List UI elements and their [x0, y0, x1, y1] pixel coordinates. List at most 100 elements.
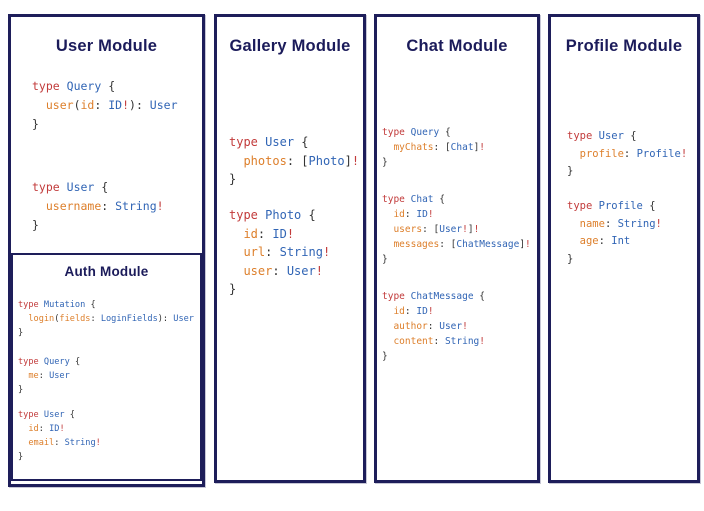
- code-line: type User {: [229, 133, 359, 152]
- code-token: !: [525, 239, 531, 250]
- code-token: : [: [439, 239, 457, 250]
- code-line: type Query {: [18, 355, 80, 369]
- code-token: !: [427, 306, 434, 317]
- code-token: ):: [129, 98, 150, 112]
- module-chat: Chat Module type Query { myChats: [Chat]…: [374, 14, 540, 483]
- code-token: Chat: [450, 142, 474, 153]
- code-token: !: [655, 217, 662, 230]
- code-token: type: [229, 208, 258, 222]
- code-token: Photo: [265, 208, 302, 222]
- code-token: ID: [416, 209, 428, 220]
- code-token: [60, 180, 67, 194]
- code-token: type: [32, 180, 60, 194]
- code-token: }: [18, 328, 24, 338]
- code-line: type User {: [32, 178, 164, 197]
- code-block-gallery-photo: type Photo { id: ID! url: String! user: …: [229, 206, 330, 299]
- code-token: [60, 79, 67, 93]
- code-token: !: [462, 224, 468, 235]
- code-token: !: [322, 245, 331, 259]
- code-token: [18, 371, 28, 381]
- code-line: profile: Profile!: [567, 146, 688, 164]
- code-token: {: [85, 300, 96, 310]
- code-token: User: [43, 410, 65, 420]
- code-token: !: [156, 199, 164, 213]
- code-token: type: [18, 410, 39, 420]
- code-line: content: String!: [382, 334, 485, 349]
- code-token: (: [73, 98, 81, 112]
- code-token: ]: [519, 239, 526, 250]
- code-token: Query: [43, 357, 70, 367]
- code-line: type Chat {: [382, 192, 531, 207]
- code-token: [382, 306, 393, 317]
- code-token: [229, 227, 243, 241]
- code-line: email: String!: [18, 436, 100, 450]
- code-line: type Mutation {: [18, 298, 194, 312]
- module-profile: Profile Module type User { profile: Prof…: [548, 14, 700, 483]
- code-line: }: [382, 252, 531, 267]
- code-block-chat-chatmessage: type ChatMessage { id: ID! author: User!…: [382, 289, 485, 364]
- code-token: String: [279, 245, 323, 259]
- code-line: id: ID!: [229, 225, 330, 244]
- code-token: ID: [416, 306, 428, 317]
- module-chat-title: Chat Module: [406, 37, 508, 55]
- code-token: (: [54, 314, 60, 324]
- code-token: [18, 314, 28, 324]
- code-block-chat-chat: type Chat { id: ID! users: [User!]! mess…: [382, 192, 531, 267]
- code-line: }: [18, 383, 80, 397]
- code-token: {: [64, 410, 75, 420]
- code-token: :: [265, 245, 280, 259]
- code-token: :: [90, 314, 101, 324]
- code-token: [567, 218, 580, 230]
- code-line: user: User!: [229, 262, 330, 281]
- code-token: type: [382, 127, 405, 138]
- code-line: }: [567, 251, 662, 269]
- code-token: Mutation: [43, 300, 86, 310]
- code-line: type User {: [567, 128, 687, 146]
- code-token: [18, 424, 28, 434]
- code-token: username: [45, 199, 102, 213]
- code-token: [229, 245, 243, 259]
- code-token: :: [94, 98, 109, 112]
- code-token: name: [579, 217, 605, 230]
- code-token: }: [32, 117, 39, 131]
- code-line: photos: [Photo]!: [229, 152, 359, 171]
- code-token: users: [393, 224, 423, 235]
- code-token: [382, 321, 393, 332]
- code-token: :: [257, 226, 273, 241]
- code-token: author: [393, 321, 428, 332]
- code-token: User: [439, 321, 463, 332]
- code-line: }: [32, 115, 178, 134]
- code-token: User: [49, 371, 70, 381]
- code-token: :: [38, 424, 50, 434]
- code-line: }: [382, 349, 485, 364]
- code-block-user-user: type User { username: String!}: [32, 178, 164, 235]
- code-token: [382, 224, 393, 235]
- code-token: me: [28, 371, 39, 381]
- code-line: me: User: [18, 369, 80, 383]
- code-line: myChats: [Chat]!: [382, 140, 485, 155]
- code-token: : [: [286, 153, 309, 168]
- code-line: id: ID!: [382, 304, 485, 319]
- code-token: :: [427, 321, 440, 332]
- code-token: ChatMessage: [456, 239, 520, 250]
- code-line: url: String!: [229, 243, 330, 262]
- code-token: }: [18, 452, 24, 462]
- code-token: !: [479, 336, 486, 347]
- code-token: {: [69, 357, 81, 367]
- code-block-auth-query: type Query { me: User}: [18, 355, 80, 397]
- code-line: }: [229, 170, 359, 189]
- code-token: [382, 209, 393, 220]
- code-token: user: [45, 98, 74, 112]
- code-block-gallery-user: type User { photos: [Photo]!}: [229, 133, 359, 189]
- code-line: type Profile {: [567, 198, 662, 216]
- code-token: login: [28, 314, 55, 324]
- code-token: : [: [422, 224, 440, 235]
- code-token: type: [32, 79, 60, 93]
- code-token: fields: [59, 314, 91, 324]
- code-block-profile-user: type User { profile: Profile!}: [567, 128, 687, 181]
- code-line: messages: [ChatMessage]!: [382, 237, 531, 252]
- code-token: :: [404, 306, 417, 317]
- code-token: ChatMessage: [410, 291, 474, 302]
- code-token: }: [382, 157, 388, 168]
- code-token: }: [567, 252, 574, 265]
